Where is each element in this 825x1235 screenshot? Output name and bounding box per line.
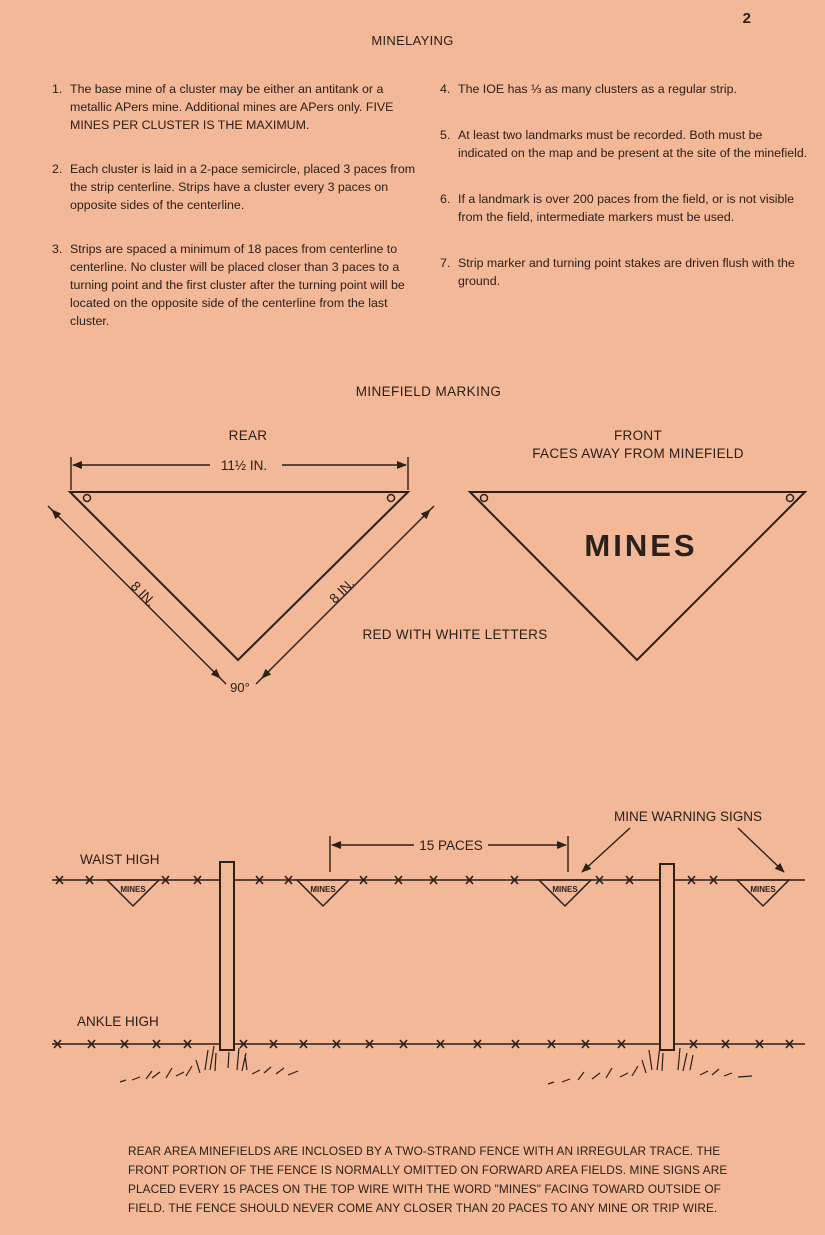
rule-text: The base mine of a cluster may be either… bbox=[70, 82, 394, 132]
fence-caption: REAR AREA MINEFIELDS ARE INCLOSED BY A T… bbox=[128, 1144, 728, 1215]
rule-number: 7. bbox=[440, 256, 451, 270]
page-number: 2 bbox=[742, 10, 751, 27]
fence-sign-word: MINES bbox=[552, 885, 578, 894]
barb-marks-bottom bbox=[53, 1039, 794, 1049]
page-title: MINELAYING bbox=[371, 33, 454, 48]
rule-text: Each cluster is laid in a 2-pace semicir… bbox=[70, 162, 416, 212]
warning-signs-label: MINE WARNING SIGNS bbox=[614, 809, 762, 824]
rule-text: Strips are spaced a minimum of 18 paces … bbox=[70, 242, 405, 328]
fence-post-left bbox=[219, 861, 235, 1051]
front-label: FRONT bbox=[614, 428, 662, 443]
side-label-left: 8 IN. bbox=[128, 578, 159, 609]
rule-item: 6. If a landmark is over 200 paces from … bbox=[440, 190, 808, 226]
rear-sign bbox=[47, 457, 435, 685]
rule-number: 5. bbox=[440, 128, 451, 142]
rule-number: 6. bbox=[440, 192, 451, 206]
fence-sign-word: MINES bbox=[750, 885, 776, 894]
rule-item: 4. The IOE has ⅓ as many clusters as a r… bbox=[440, 80, 808, 98]
rule-number: 2. bbox=[52, 162, 63, 176]
rule-number: 4. bbox=[440, 82, 451, 96]
front-sign bbox=[467, 491, 808, 662]
rule-item: 7. Strip marker and turning point stakes… bbox=[440, 254, 808, 290]
side-label-right: 8 IN. bbox=[326, 575, 357, 606]
front-sign-word: MINES bbox=[584, 528, 697, 563]
barb-marks-top bbox=[55, 875, 718, 885]
rule-text: If a landmark is over 200 paces from the… bbox=[458, 192, 795, 224]
fence-post-right bbox=[659, 863, 675, 1051]
rule-item: 2. Each cluster is laid in a 2-pace semi… bbox=[52, 160, 420, 214]
rules-column-left: 1. The base mine of a cluster may be eit… bbox=[52, 80, 420, 356]
ankle-high-label: ANKLE HIGH bbox=[77, 1014, 159, 1029]
rule-item: 3. Strips are spaced a minimum of 18 pac… bbox=[52, 240, 420, 330]
width-label: 11½ IN. bbox=[221, 458, 267, 473]
fence-sign-word: MINES bbox=[120, 885, 146, 894]
grass-left bbox=[119, 1045, 299, 1083]
rule-number: 1. bbox=[52, 82, 63, 96]
angle-label: 90° bbox=[230, 680, 250, 695]
fence-sign-word: MINES bbox=[310, 885, 336, 894]
grass-right bbox=[547, 1045, 753, 1085]
rule-text: The IOE has ⅓ as many clusters as a regu… bbox=[458, 82, 737, 96]
fence-diagram bbox=[52, 827, 805, 1085]
rule-item: 1. The base mine of a cluster may be eit… bbox=[52, 80, 420, 134]
front-sublabel: FACES AWAY FROM MINEFIELD bbox=[532, 446, 744, 461]
rule-item: 5. At least two landmarks must be record… bbox=[440, 126, 808, 162]
spacing-label: 15 PACES bbox=[419, 838, 483, 853]
rules-column-right: 4. The IOE has ⅓ as many clusters as a r… bbox=[440, 80, 808, 318]
rule-number: 3. bbox=[52, 242, 63, 256]
waist-high-label: WAIST HIGH bbox=[80, 852, 160, 867]
rear-label: REAR bbox=[228, 428, 268, 443]
rule-text: At least two landmarks must be recorded.… bbox=[458, 128, 808, 160]
section-title-marking: MINEFIELD MARKING bbox=[355, 384, 502, 399]
rule-text: Strip marker and turning point stakes ar… bbox=[458, 256, 795, 288]
